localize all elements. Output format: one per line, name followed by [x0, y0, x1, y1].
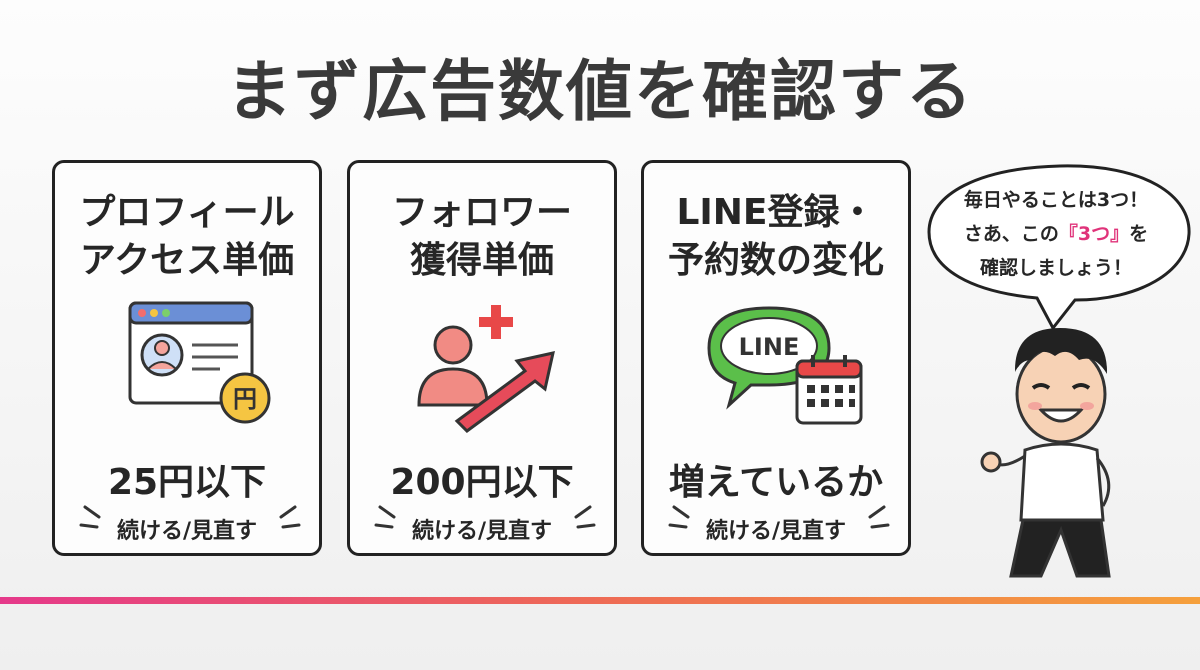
line-logo-text: LINE [739, 333, 800, 361]
card-title-line: LINE登録・ [676, 192, 876, 233]
bubble-text-segment: さあ、この [963, 223, 1059, 245]
card-metric: 200円以下 [390, 462, 574, 503]
bubble-line: 毎日やることは3つ！ [963, 189, 1149, 211]
yen-coin-label: 円 [233, 385, 257, 413]
card-title: フォロワー 獲得単価 [350, 189, 614, 285]
page-title: まず広告数値を確認する [226, 53, 974, 130]
emphasis-lines-icon [374, 505, 596, 529]
user-growth-arrow-icon [417, 305, 555, 433]
card-title: LINE登録・ 予約数の変化 [644, 189, 908, 285]
bubble-text-segment: を [1129, 223, 1149, 245]
card-title-line: アクセス単価 [79, 240, 295, 281]
line-chat-calendar-icon: LINE [707, 306, 863, 425]
card-profile-access-cost: プロフィール アクセス単価 円 25円以下 続ける/見直す [52, 160, 322, 556]
emphasis-lines-icon [668, 505, 890, 529]
bubble-line: 確認しましょう！ [979, 257, 1132, 279]
card-action: 続ける/見直す [116, 519, 258, 544]
card-line-registration: LINE登録・ 予約数の変化 LINE 増えているか 続ける/見直す [641, 160, 911, 556]
card-metric: 25円以下 [107, 462, 267, 503]
speech-bubble-text: 毎日やることは3つ！ さあ、この『3つ』を 確認しましょう！ [925, 183, 1187, 285]
bubble-line: さあ、この『3つ』を [925, 217, 1187, 251]
card-action: 続ける/見直す [411, 519, 553, 544]
accent-gradient-bar [0, 597, 1200, 604]
pointing-man-character [980, 328, 1111, 578]
speech-bubble [927, 164, 1191, 330]
profile-browser-yen-icon: 円 [128, 301, 271, 424]
card-follower-acquisition-cost: フォロワー 獲得単価 200円以下 続ける/見直す [347, 160, 617, 556]
emphasis-lines-icon [79, 505, 301, 529]
card-metric: 増えているか [668, 462, 884, 503]
card-title-line: プロフィール [79, 192, 295, 233]
card-title-line: 予約数の変化 [667, 240, 884, 281]
card-title: プロフィール アクセス単価 [55, 189, 319, 285]
bubble-highlight: 『3つ』 [1058, 223, 1130, 245]
card-action: 続ける/見直す [705, 519, 847, 544]
card-title-line: 獲得単価 [409, 240, 554, 281]
card-title-line: フォロワー [391, 192, 572, 233]
